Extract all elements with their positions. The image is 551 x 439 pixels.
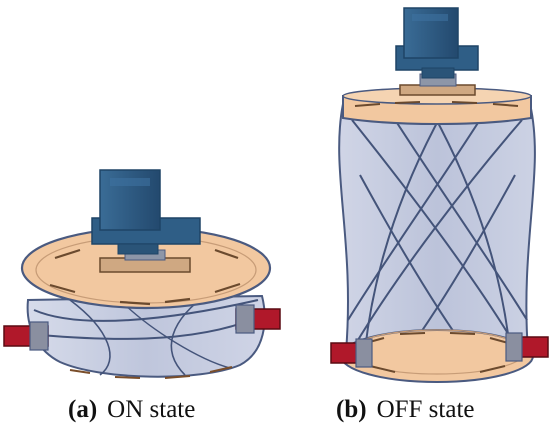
caption-on-state-label: ON state xyxy=(107,396,196,423)
off-state-actuator xyxy=(330,7,549,383)
caption-off-state-label: OFF state xyxy=(376,396,475,423)
caption-on-state-tag: (a) xyxy=(68,396,98,423)
clamp-icon xyxy=(330,338,373,368)
clamp-icon xyxy=(235,304,281,334)
on-state-bottom-marks xyxy=(69,366,233,379)
caption-off-state: (b) OFF state xyxy=(336,396,475,424)
motor-icon xyxy=(395,7,479,79)
caption-on-state: (a) ON state xyxy=(68,396,195,424)
off-state-struts xyxy=(347,107,528,356)
clamp-icon xyxy=(505,332,549,362)
clamp-icon xyxy=(3,321,49,351)
off-state-top-slots xyxy=(354,101,519,107)
on-state-actuator xyxy=(3,169,281,379)
motor-icon xyxy=(91,169,201,255)
caption-off-state-tag: (b) xyxy=(336,396,367,423)
